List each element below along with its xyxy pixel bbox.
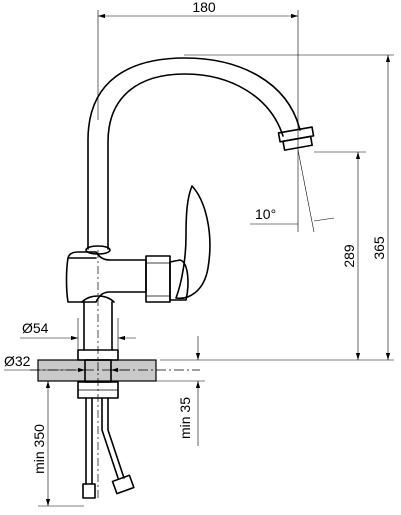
shank-diameter-label: Ø32 bbox=[4, 353, 31, 369]
width-label: 180 bbox=[192, 0, 216, 15]
hose-length-label: min 350 bbox=[31, 424, 47, 474]
height-total-label: 365 bbox=[371, 236, 387, 260]
dimension-hose-length: min 350 bbox=[31, 380, 84, 507]
countertop bbox=[37, 359, 157, 382]
angle-label: 10° bbox=[255, 206, 276, 222]
dimension-shank-diameter: Ø32 bbox=[4, 353, 130, 373]
faucet-body bbox=[65, 251, 189, 303]
counter-thickness-label: min 35 bbox=[177, 397, 193, 439]
dimension-angle: 10° bbox=[250, 149, 335, 233]
spout bbox=[85, 57, 301, 255]
dimension-counter-thickness: min 35 bbox=[156, 336, 205, 446]
dimension-body-diameter: Ø54 bbox=[20, 318, 136, 350]
lever-handle bbox=[175, 185, 211, 300]
dimension-heights: 289 365 bbox=[160, 54, 394, 361]
height-outlet-label: 289 bbox=[341, 244, 357, 268]
aerator bbox=[277, 126, 315, 151]
dimension-width: 180 bbox=[97, 0, 299, 150]
body-diameter-label: Ø54 bbox=[22, 320, 49, 336]
